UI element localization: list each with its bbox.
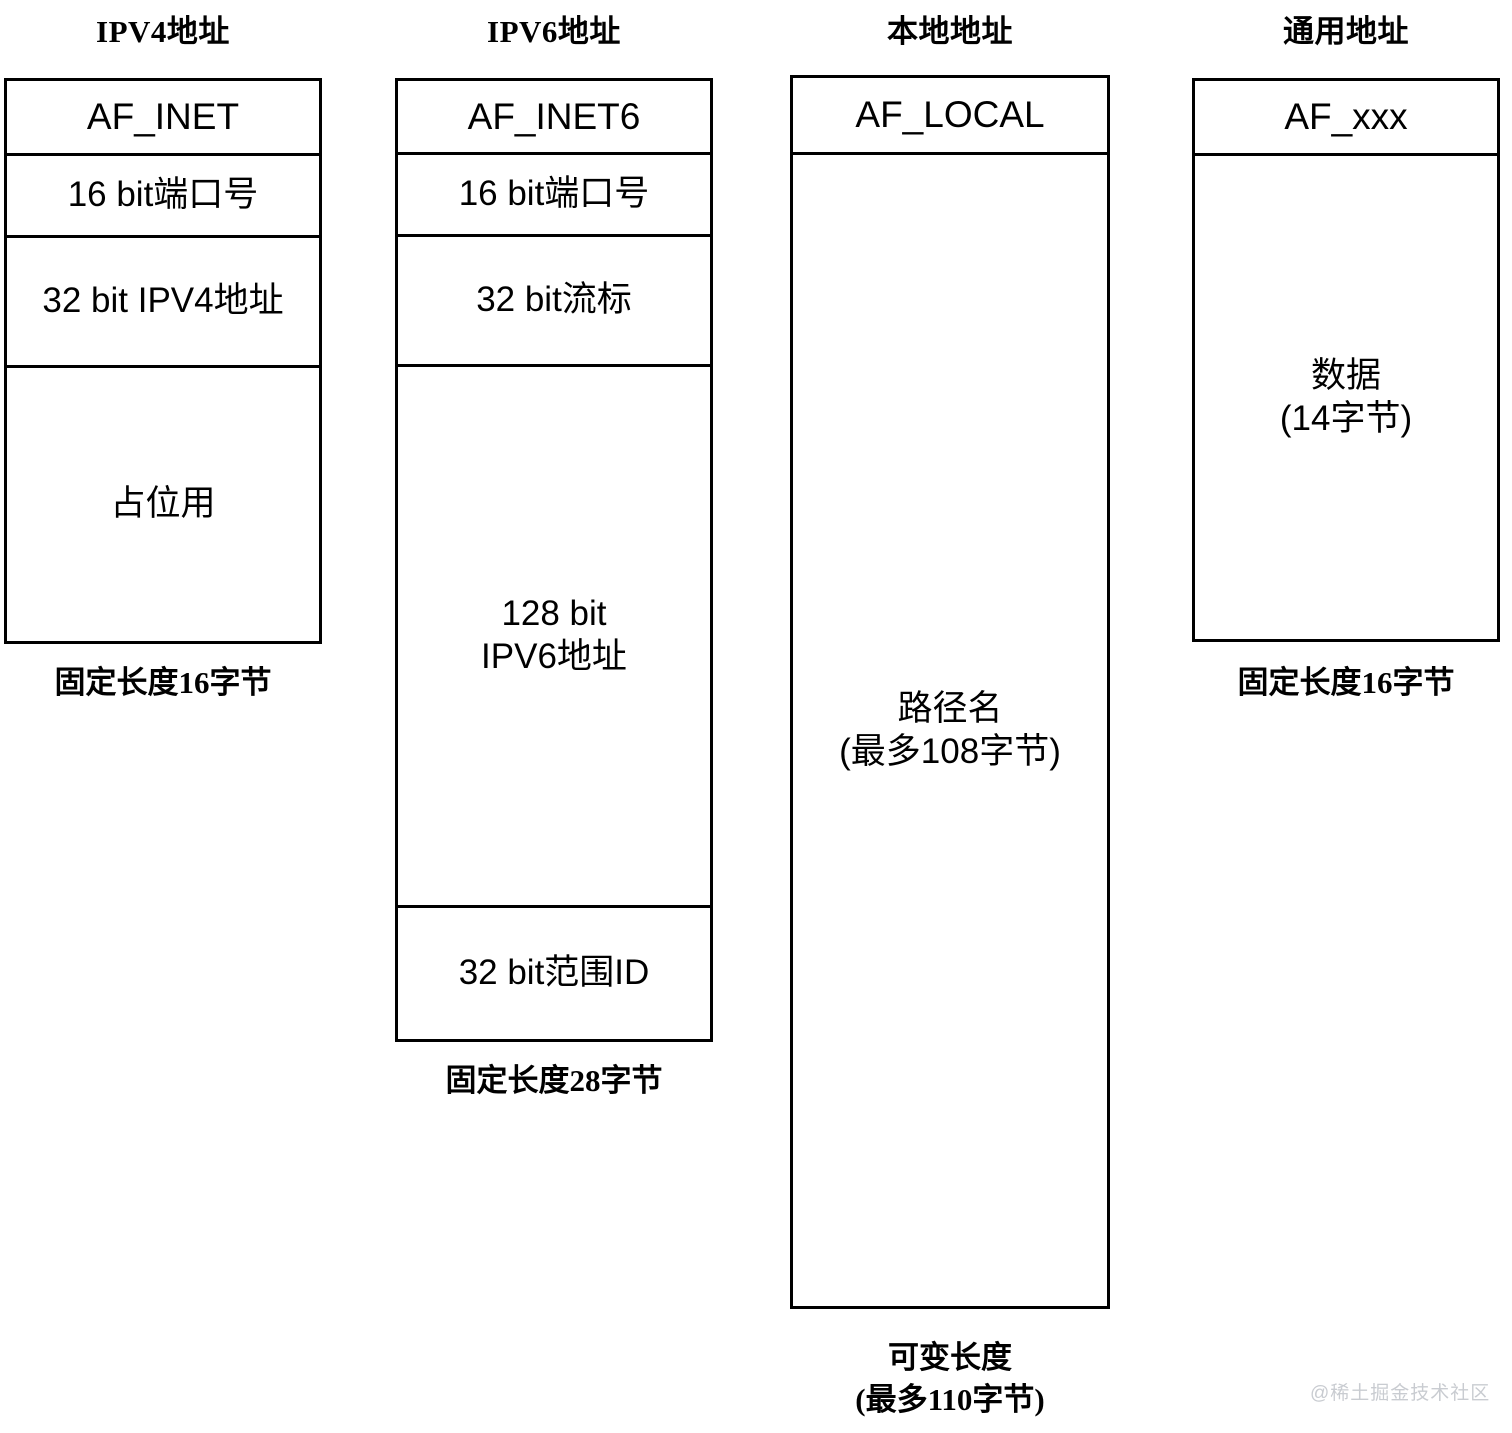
field-af-inet6: AF_INET6	[398, 81, 710, 155]
column-title-ipv6: IPV6地址	[487, 14, 621, 49]
field-af-local: AF_LOCAL	[793, 78, 1107, 155]
field-ipv4-port: 16 bit端口号	[7, 156, 319, 238]
column-title-ipv4: IPV4地址	[96, 14, 230, 49]
field-af-xxx: AF_xxx	[1195, 81, 1497, 156]
column-title-generic: 通用地址	[1283, 14, 1409, 49]
column-caption-ipv6: 固定长度28字节	[445, 1063, 663, 1098]
field-ipv6-address: 128 bit IPV6地址	[398, 367, 710, 908]
column-caption-ipv4: 固定长度16字节	[54, 665, 272, 700]
column-caption-generic: 固定长度16字节	[1237, 665, 1455, 700]
column-caption-local: 可变长度 (最多110字节)	[855, 1340, 1045, 1417]
field-ipv4-address: 32 bit IPV4地址	[7, 238, 319, 368]
field-local-pathname: 路径名 (最多108字节)	[839, 688, 1061, 771]
field-ipv6-flowinfo: 32 bit流标	[398, 237, 710, 367]
struct-box-ipv6: AF_INET6 16 bit端口号 32 bit流标 128 bit IPV6…	[395, 78, 713, 1042]
struct-box-generic: AF_xxx 数据 (14字节)	[1192, 78, 1500, 642]
field-ipv4-padding: 占位用	[110, 484, 216, 524]
field-ipv6-scope-id: 32 bit范围ID	[458, 953, 650, 993]
column-title-local: 本地地址	[887, 14, 1013, 49]
field-af-inet: AF_INET	[7, 81, 319, 156]
struct-box-ipv4: AF_INET 16 bit端口号 32 bit IPV4地址 占位用	[4, 78, 322, 644]
field-ipv6-port: 16 bit端口号	[398, 155, 710, 237]
struct-box-local: AF_LOCAL 路径名 (最多108字节)	[790, 75, 1110, 1309]
field-generic-data: 数据 (14字节)	[1279, 355, 1413, 438]
watermark-label: @稀土掘金技术社区	[1310, 1383, 1491, 1404]
